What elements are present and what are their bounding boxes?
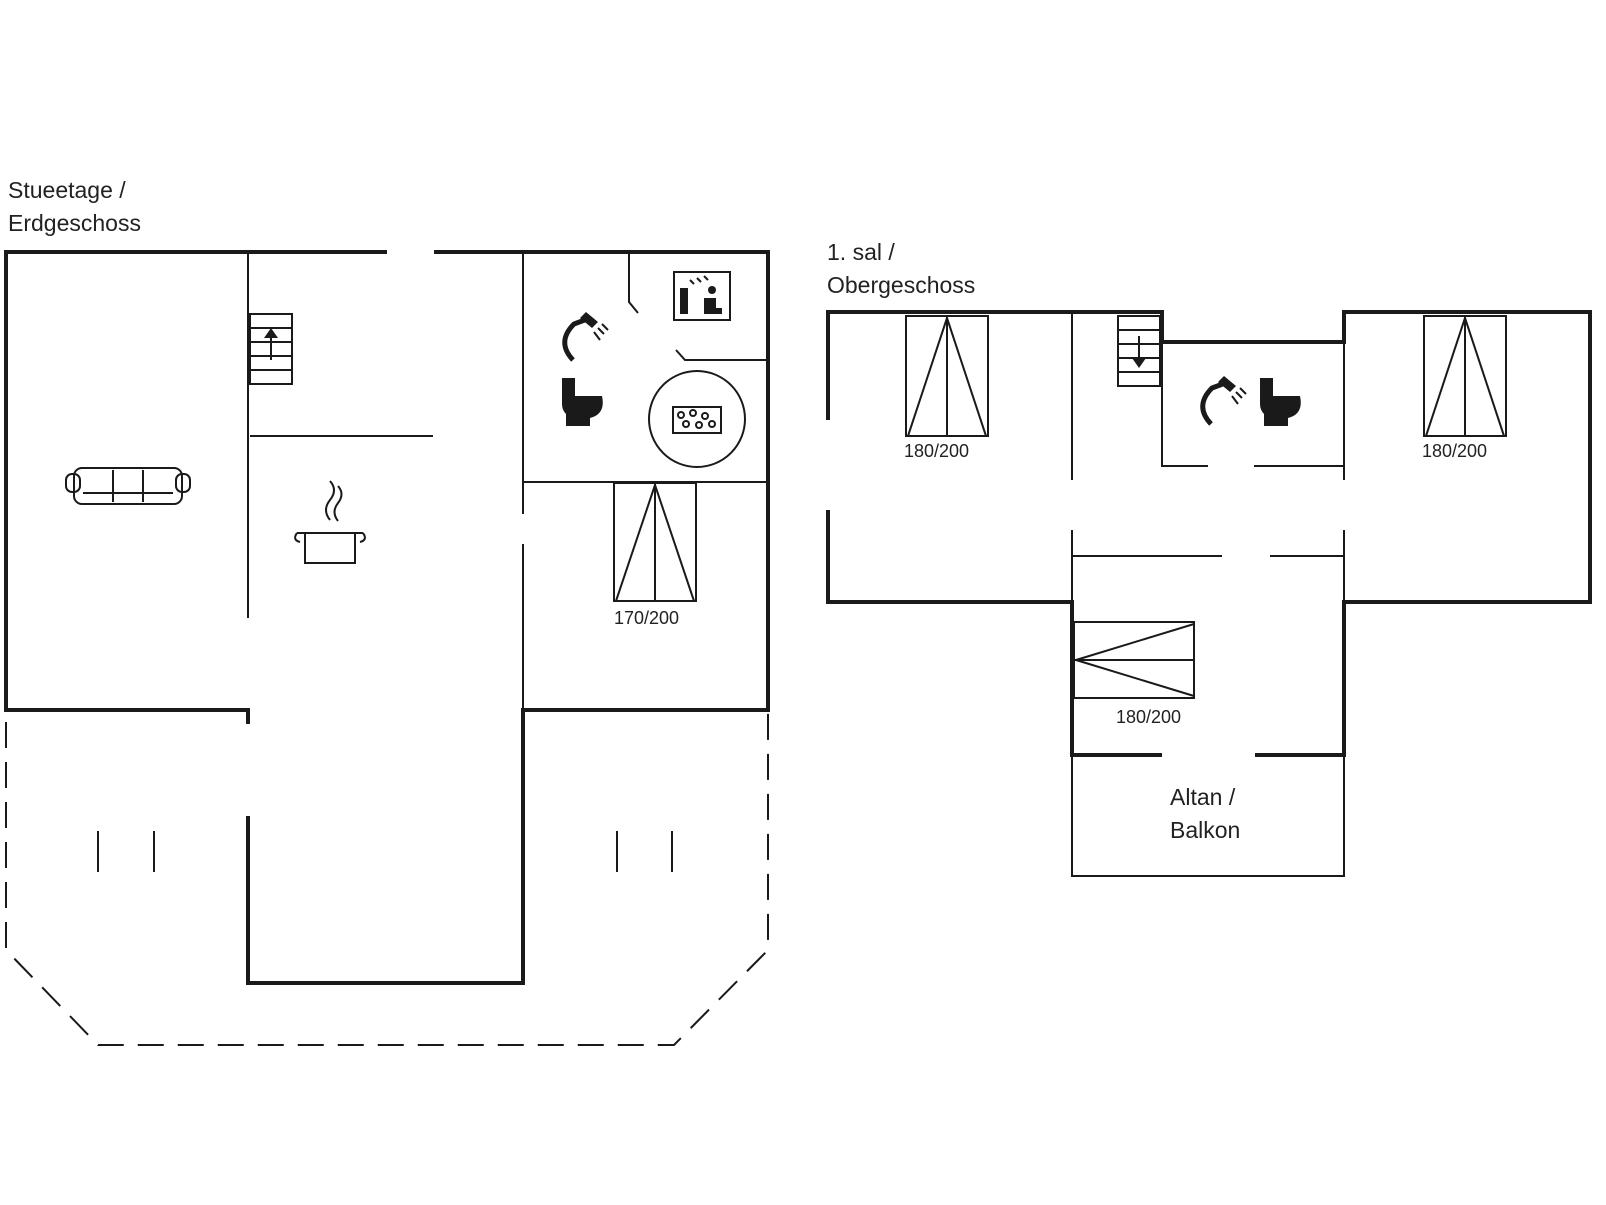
sauna-door-wall	[628, 252, 639, 314]
terrace-outline	[5, 712, 769, 1046]
bed-size-label: 180/200	[1116, 707, 1181, 727]
balcony-outline	[1071, 755, 1345, 877]
stairs-down-icon	[1117, 315, 1161, 387]
sofa-icon	[65, 467, 191, 505]
upper-bathroom-wall	[1161, 342, 1208, 467]
bed-size-label: 170/200	[614, 608, 679, 628]
toilet-icon	[562, 378, 603, 426]
toilet-icon	[1260, 378, 1301, 426]
ground-exterior-wall	[4, 250, 387, 724]
bed-icon	[613, 482, 697, 602]
sauna-lower-wall	[675, 349, 768, 361]
stairs-up-icon	[249, 313, 293, 385]
shower-icon	[1200, 376, 1247, 426]
bed-size-label: 180/200	[904, 441, 969, 461]
ground-top-right-wall	[246, 250, 770, 985]
ground-floor: Stueetage / Erdgeschoss	[4, 177, 770, 1046]
upper-floor-label-line2: Obergeschoss	[827, 272, 975, 298]
balcony-label-line1: Altan /	[1170, 784, 1236, 810]
balcony-label-line2: Balkon	[1170, 817, 1240, 843]
ground-floor-label-line2: Erdgeschoss	[8, 210, 141, 236]
bed-icon	[1423, 315, 1507, 437]
ground-floor-label-line1: Stueetage /	[8, 177, 126, 203]
upper-floor: 1. sal / Obergeschoss Altan / Balkon	[826, 239, 1592, 877]
bed-icon	[1073, 621, 1195, 699]
bed-icon	[905, 315, 989, 437]
upper-floor-label-line1: 1. sal /	[827, 239, 895, 265]
cooking-pot-icon	[294, 480, 366, 564]
sauna-icon	[673, 271, 731, 321]
upper-exterior-wall	[826, 310, 1592, 757]
shower-icon	[562, 312, 609, 362]
upper-exterior-wall-lower	[826, 510, 1162, 757]
bed-size-label: 180/200	[1422, 441, 1487, 461]
whirlpool-icon	[648, 370, 746, 468]
